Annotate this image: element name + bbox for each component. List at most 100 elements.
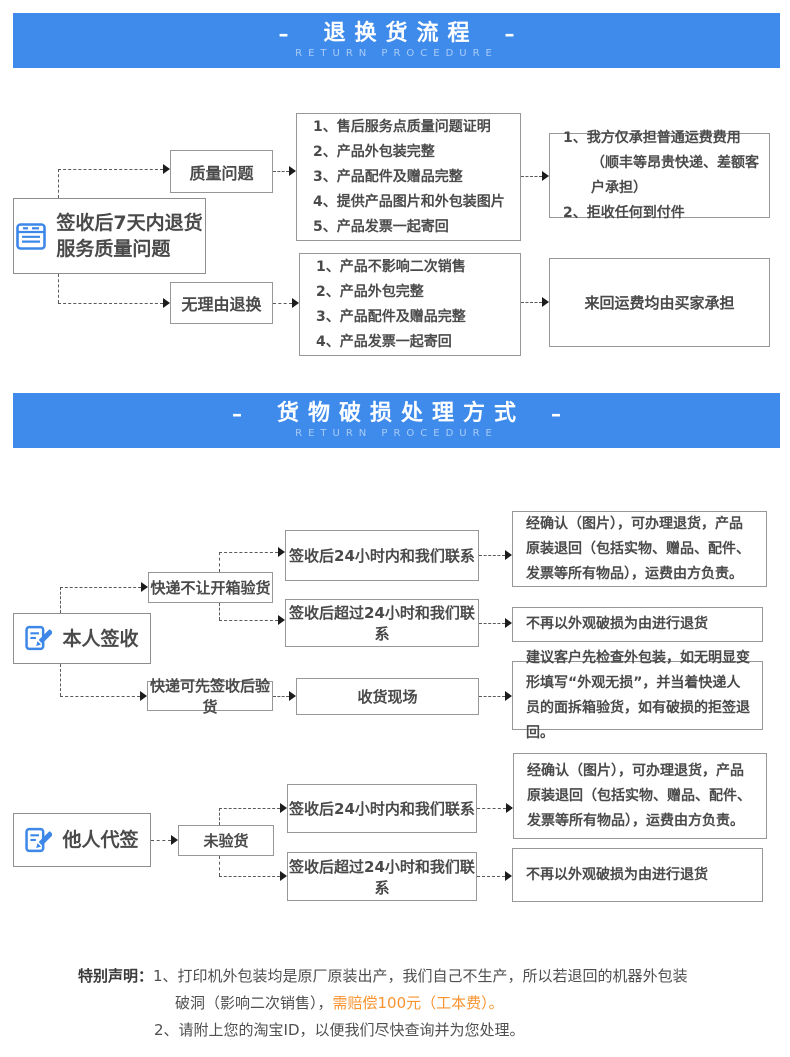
arrowhead-icon [141,582,148,592]
flow2-start-label: 本人签收 [62,627,139,650]
arrowhead-icon [289,166,296,176]
banner-damage-handling: – 货物破损处理方式 – RETURN PROCEDURE [13,393,780,448]
flow3-mid-within24h-label: 签收后24小时内和我们联系 [289,800,475,818]
connector-dashed [219,620,278,621]
arrowhead-icon [163,164,170,174]
connector-dashed [521,302,542,303]
flow2-result-advice-text: 建议客户先检查外包装，如无明显变形填写“外观无损”，并当着快递人员的面拆箱验货，… [526,649,750,741]
flow2-mid-over24h-label: 签收后超过24小时和我们联系 [289,604,475,643]
notice-label: 特别声明： [78,967,154,985]
flow1-result-buyerpays-box: 来回运费均由买家承担 [549,258,770,347]
connector-dashed [60,587,141,588]
flow2-branch-noopen-label: 快递不让开箱验货 [150,579,271,597]
list-item: 4、产品发票一起寄回 [316,333,452,350]
flow3-result-confirm-text: 经确认（图片），可办理退货，产品原装退回（包括实物、赠品、配件、发票等所有物品）… [527,762,751,829]
notice-line1: 1、打印机外包装均是原厂原装出产，我们自己不生产，所以若退回的机器外包装 [153,967,688,985]
flow2-start-box: 本人签收 [13,613,151,664]
arrowhead-icon [171,835,178,845]
arrowhead-icon [505,618,512,628]
flow2-result-norefund-box: 不再以外观破损为由进行退货 [512,607,763,642]
arrowhead-icon [542,297,549,307]
list-item: 2、拒收任何到付件 [563,204,685,221]
flow3-result-norefund-text: 不再以外观破损为由进行退货 [526,866,708,883]
connector-dashed [219,856,220,876]
connector-dashed [60,664,61,696]
flow3-mid-over24h-box: 签收后超过24小时和我们联系 [287,852,477,901]
arrowhead-icon [505,691,512,701]
connector-dashed [479,555,505,556]
arrowhead-icon [505,871,512,881]
document-pen-sign-icon [25,827,53,852]
connector-dashed [219,552,278,553]
document-pen-sign-icon [25,625,53,651]
flow1-conditions-quality-box: 1、售后服务点质量问题证明 2、产品外包装完整 3、产品配件及赠品完整 4、提供… [296,113,521,241]
flow1-result-buyerpays-label: 来回运费均由买家承担 [584,294,735,312]
flow2-mid-within24h-label: 签收后24小时内和我们联系 [289,547,475,565]
notice-line3: 2、请附上您的淘宝ID，以便我们尽快查询并为您处理。 [154,1021,525,1039]
flow1-start-line2: 服务质量问题 [56,238,171,260]
list-item: 2、产品外包装完整 [313,143,435,160]
connector-dashed [273,171,289,172]
connector-dashed [151,840,171,841]
list-item: 5、产品发票一起寄回 [313,218,449,235]
connector-dashed [219,808,280,809]
connector-dashed [479,623,505,624]
connector-dashed [60,696,140,697]
flow1-branch-noreason-label: 无理由退换 [181,295,262,314]
arrowhead-icon [163,298,170,308]
list-item: 3、产品配件及赠品完整 [313,168,463,185]
flow3-branch-notinspected-box: 未验货 [178,825,274,856]
flow1-result-freight-box: 1、我方仅承担普通运费费用（顺丰等昂贵快递、差额客户承担） 2、拒收任何到付件 [549,130,770,221]
flow2-mid-scene-box: 收货现场 [296,678,479,715]
flow2-result-confirm-text: 经确认（图片），可办理退货，产品原装退回（包括实物、赠品、配件、发票等所有物品）… [526,515,750,582]
list-item: 3、产品配件及赠品完整 [316,308,466,325]
banner-dash-right: – [551,401,561,426]
connector-dashed [219,552,220,572]
arrowhead-icon [505,550,512,560]
flow2-branch-signfirst-label: 快递可先签收后验货 [149,677,270,716]
connector-dashed [60,587,61,613]
flow1-start-box: 签收后7天内退货 服务质量问题 [13,198,206,274]
connector-dashed [58,274,59,303]
flow2-result-advice-box: 建议客户先检查外包装，如无明显变形填写“外观无损”，并当着快递人员的面拆箱验货，… [512,650,763,741]
flow3-result-norefund-box: 不再以外观破损为由进行退货 [512,848,763,902]
arrowhead-icon [280,871,287,881]
flow1-branch-quality-label: 质量问题 [189,163,254,183]
connector-dashed [219,603,220,620]
arrowhead-icon [278,547,285,557]
arrowhead-icon [292,298,299,308]
flow2-mid-scene-label: 收货现场 [357,688,418,706]
flow3-branch-notinspected-label: 未验货 [203,832,249,850]
banner1-title: 退换货流程 [323,20,479,46]
list-item: 4、提供产品图片和外包装图片 [313,193,505,210]
banner1-subtitle: RETURN PROCEDURE [295,47,498,59]
flow2-result-confirm-box: 经确认（图片），可办理退货，产品原装退回（包括实物、赠品、配件、发票等所有物品）… [512,511,767,587]
arrowhead-icon [506,803,513,813]
flow2-branch-noopen-box: 快递不让开箱验货 [148,572,273,603]
banner-return-procedure: – 退换货流程 – RETURN PROCEDURE [13,13,780,68]
flow1-start-line1: 签收后7天内退货 [56,212,203,234]
connector-dashed [521,176,542,177]
connector-dashed [58,303,163,304]
flow2-mid-within24h-box: 签收后24小时内和我们联系 [285,530,479,581]
banner-dash-left: – [278,21,289,46]
special-notice: 特别声明： 1、打印机外包装均是原厂原装出产，我们自己不生产，所以若退回的机器外… [78,963,738,1044]
list-item: 1、产品不影响二次销售 [316,258,466,275]
list-item: 2、产品外包完整 [316,283,424,300]
arrowhead-icon [140,691,147,701]
arrowhead-icon [278,615,285,625]
notice-line2-prefix: 破洞（影响二次销售）， [175,994,333,1012]
flow1-conditions-noreason-box: 1、产品不影响二次销售 2、产品外包完整 3、产品配件及赠品完整 4、产品发票一… [299,253,521,356]
notice-line2-highlight: 需赔偿100元（工本费）。 [332,994,504,1012]
flow3-start-box: 他人代签 [13,813,151,867]
arrowhead-icon [542,171,549,181]
connector-dashed [273,303,292,304]
arrowhead-icon [280,803,287,813]
connector-dashed [273,696,289,697]
flow2-mid-over24h-box: 签收后超过24小时和我们联系 [285,599,479,647]
flow3-mid-over24h-label: 签收后超过24小时和我们联系 [289,857,475,897]
arrowhead-icon [289,691,296,701]
banner2-title: 货物破损处理方式 [276,400,525,426]
connector-dashed [58,169,163,170]
banner-dash-left: – [231,401,242,426]
